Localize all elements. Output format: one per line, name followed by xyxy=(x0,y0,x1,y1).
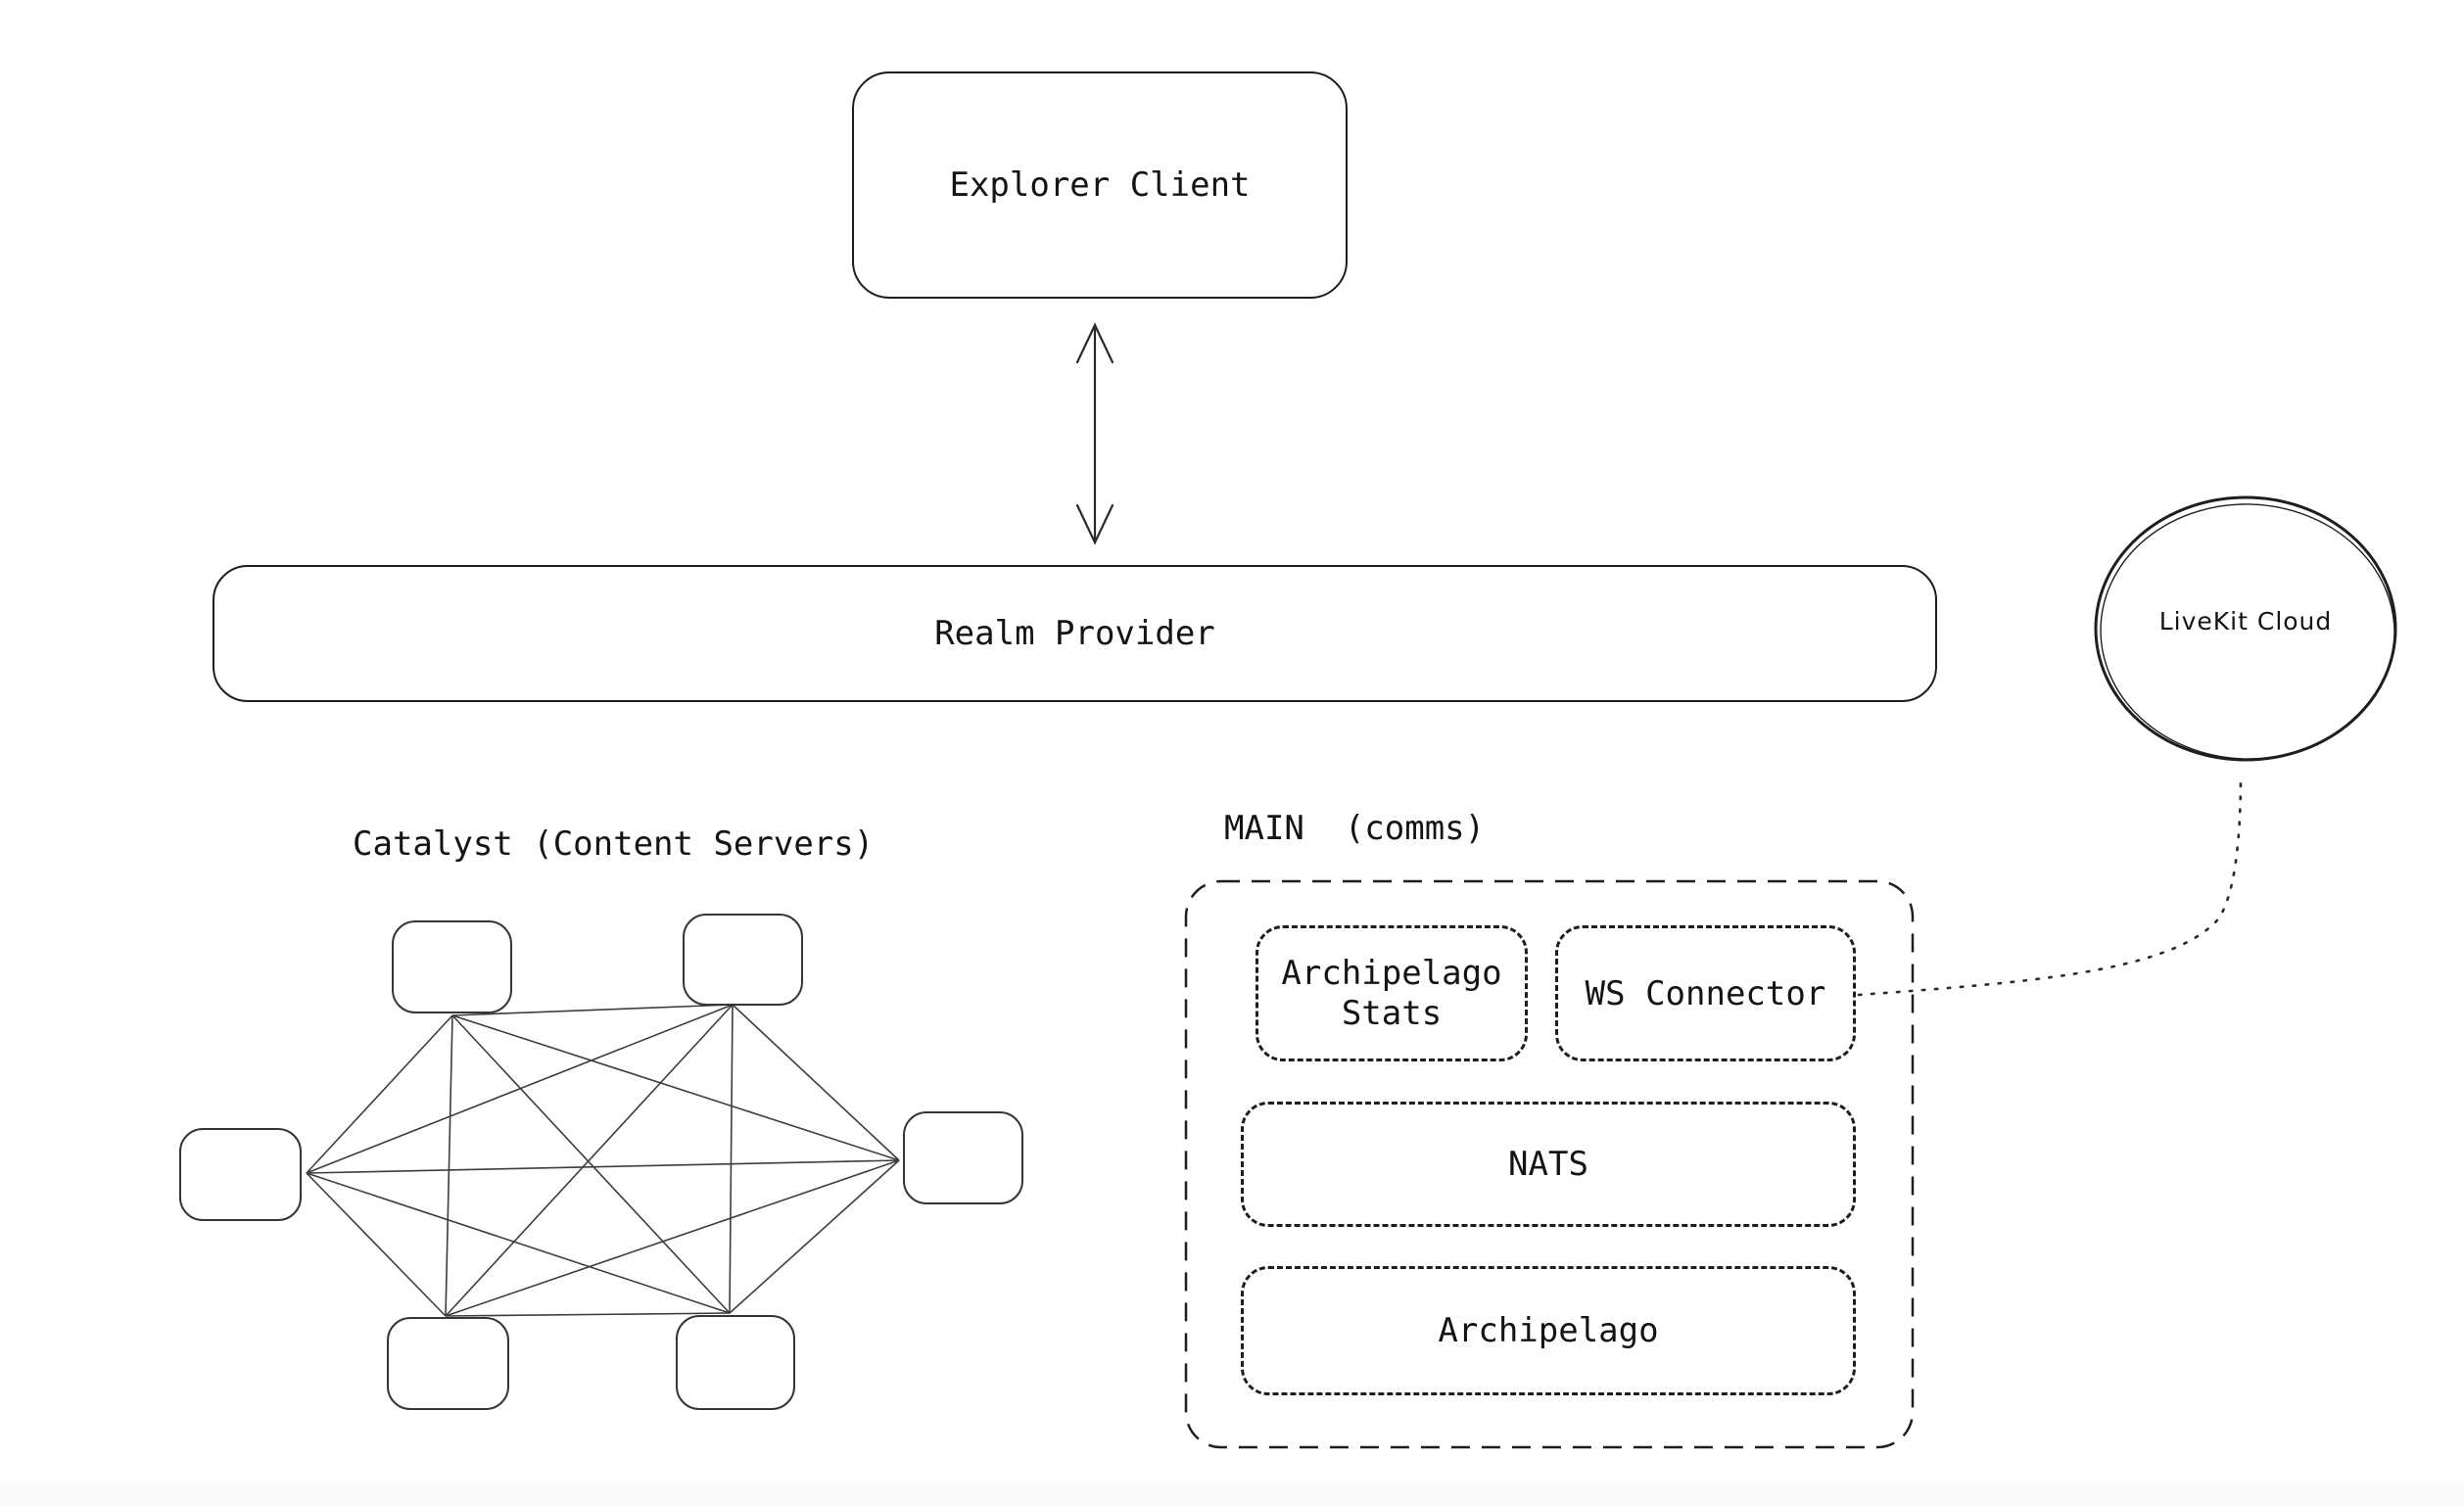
archipelago-stats-label-line2: Stats xyxy=(1341,993,1443,1033)
realm-provider-box: Realm Provider xyxy=(213,565,1937,702)
realm-provider-label: Realm Provider xyxy=(934,614,1215,653)
catalyst-section-title: Catalyst (Content Servers) xyxy=(353,824,875,864)
nats-box: NATS xyxy=(1241,1102,1856,1227)
explorer-realm-arrow xyxy=(1075,322,1114,545)
main-section-title: MAIN (comms) xyxy=(1224,809,1486,848)
catalyst-mesh-edges xyxy=(306,1004,900,1317)
explorer-client-box: Explorer Client xyxy=(852,71,1348,299)
catalyst-node-top-right xyxy=(683,914,803,1006)
canvas-footer-strip xyxy=(0,1483,2464,1506)
archipelago-box: Archipelago xyxy=(1241,1266,1856,1395)
livekit-cloud-label: LiveKit Cloud xyxy=(2158,607,2333,635)
catalyst-node-right xyxy=(903,1111,1023,1204)
catalyst-node-bottom-left xyxy=(387,1317,509,1410)
ws-connector-label: WS Connector xyxy=(1585,973,1826,1013)
livekit-ws-dotted-link xyxy=(1857,774,2243,997)
catalyst-node-bottom-right xyxy=(676,1315,795,1410)
catalyst-node-top-left xyxy=(392,920,512,1013)
archipelago-label: Archipelago xyxy=(1438,1311,1659,1350)
ws-connector-box: WS Connector xyxy=(1555,925,1856,1061)
explorer-client-label: Explorer Client xyxy=(949,165,1251,205)
livekit-ellipse xyxy=(2094,495,2397,762)
archipelago-stats-label-line1: Archipelago xyxy=(1281,953,1502,993)
main-container-outline xyxy=(1184,879,1915,1449)
catalyst-node-left xyxy=(179,1128,302,1221)
nats-label: NATS xyxy=(1508,1145,1588,1184)
archipelago-stats-box: Archipelago Stats xyxy=(1256,925,1528,1061)
